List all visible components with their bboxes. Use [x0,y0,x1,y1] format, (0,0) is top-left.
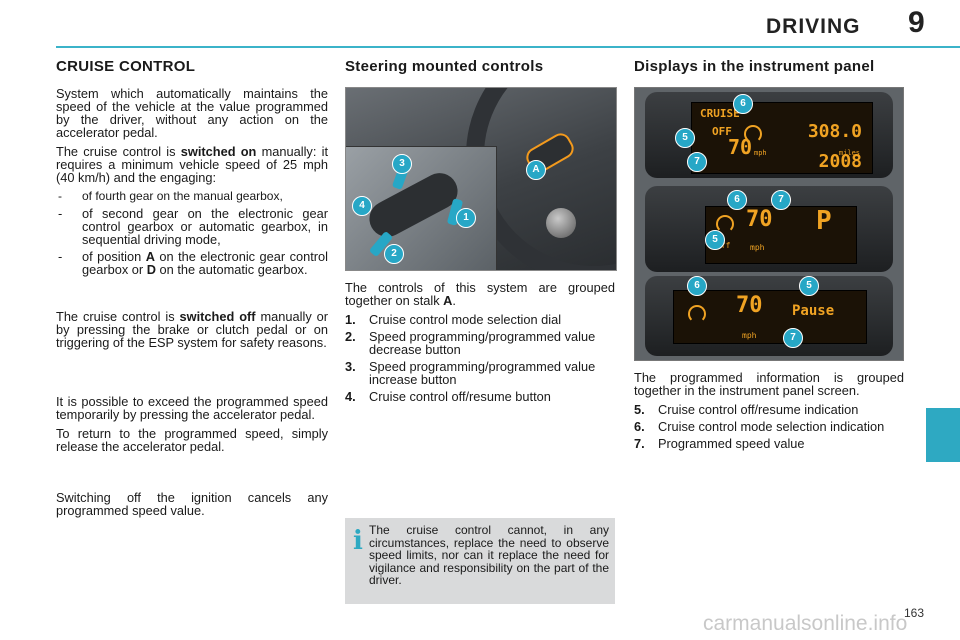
display-panel-3: 70 mph Pause 6 5 7 [645,276,893,356]
engaging-conditions-list: -of fourth gear on the manual gearbox, -… [56,189,328,277]
odometer-value: 2008 [818,151,862,172]
steering-controls-heading: Steering mounted controls [345,58,544,75]
chapter-tab [926,408,960,462]
paragraph-switch-off: The cruise control is switched off manua… [56,309,329,350]
displays-list: 5.Cruise control off/resume indication 6… [634,403,904,450]
speed-value: 70 [736,293,763,318]
list-item: 7.Programmed speed value [634,436,805,451]
controls-intro: The controls of this system are grouped … [345,280,615,308]
paragraph-exceed: It is possible to exceed the programmed … [56,394,328,422]
speedometer-icon [716,215,734,233]
displays-intro: The programmed information is grouped to… [634,370,904,398]
callout-5: 5 [705,230,725,250]
cruise-control-heading: CRUISE CONTROL [56,58,196,75]
speed-unit: mph [750,243,765,252]
callout-5: 5 [675,128,695,148]
speedometer-icon [688,305,706,323]
gear-knob-shape [546,208,576,238]
cruise-label: CRUISE [700,107,740,120]
pause-status: Pause [792,303,835,319]
gear-indicator: P [816,206,832,236]
callout-6: 6 [727,190,747,210]
callout-6: 6 [687,276,707,296]
controls-list: 1.Cruise control mode selection dial 2.S… [345,313,615,403]
list-item: 6.Cruise control mode selection indicati… [634,419,885,434]
displays-column: Displays in the instrument panel CRUISE … [634,58,904,454]
list-item: 5.Cruise control off/resume indication [634,402,859,417]
info-icon: i [353,526,363,556]
paragraph-intro: System which automatically maintains the… [56,86,328,140]
list-item: -of second gear on the electronic gear c… [58,206,328,247]
lcd-screen: 70 mph Pause [673,290,867,344]
trip-value: 308.0 [807,121,862,142]
callout-3: 3 [392,154,412,174]
callout-7: 7 [783,328,803,348]
instrument-displays-illustration: CRUISE OFF 70 mph 308.0 miles 2008 6 5 7… [634,87,904,361]
list-item: -of fourth gear on the manual gearbox, [58,189,283,203]
chapter-number: 9 [908,6,925,39]
callout-6: 6 [733,94,753,114]
watermark: carmanualsonline.info [703,612,908,635]
paragraph-switch-on: The cruise control is switched on manual… [56,144,328,185]
chapter-title: DRIVING [766,15,861,38]
speed-unit: mph [754,149,767,157]
distance-unit: miles [838,149,860,157]
paragraph-ignition: Switching off the ignition cancels any p… [56,490,328,518]
info-box: i The cruise control cannot, in any circ… [345,518,615,604]
stalk-shape [363,166,464,244]
speed-value: 70 [728,135,753,159]
callout-a: A [526,160,546,180]
display-panel-2: off 70 mph P 6 7 5 [645,186,893,272]
callout-4: 4 [352,196,372,216]
callout-7: 7 [771,190,791,210]
lcd-screen: off 70 mph P [705,206,857,264]
steering-stalk-illustration: 3 4 1 2 A [345,87,617,271]
display-panel-1: CRUISE OFF 70 mph 308.0 miles 2008 6 5 7 [645,92,893,178]
list-item: 4.Cruise control off/resume button [345,389,551,404]
paragraph-return: To return to the programmed speed, simpl… [56,426,328,454]
list-item: 3.Speed programming/programmed value inc… [345,359,596,387]
off-label: OFF [712,125,732,138]
callout-1: 1 [456,208,476,228]
callout-2: 2 [384,244,404,264]
speed-unit: mph [742,331,757,340]
page-number: 163 [904,606,925,620]
lcd-screen: CRUISE OFF 70 mph 308.0 miles 2008 [691,102,873,174]
speedometer-icon [744,125,762,143]
displays-heading: Displays in the instrument panel [634,58,875,75]
list-item: 1.Cruise control mode selection dial [345,312,562,327]
list-item: -of position A on the electronic gear co… [58,249,328,277]
list-item: 2.Speed programming/programmed value dec… [345,329,596,357]
steering-controls-column: Steering mounted controls 3 4 1 2 A The … [345,58,617,407]
speed-value: 70 [746,207,773,232]
cruise-control-column: CRUISE CONTROL System which automaticall… [56,58,329,523]
header-rule [56,46,960,48]
callout-7: 7 [687,152,707,172]
info-text: The cruise control cannot, in any circum… [369,523,609,587]
callout-5: 5 [799,276,819,296]
